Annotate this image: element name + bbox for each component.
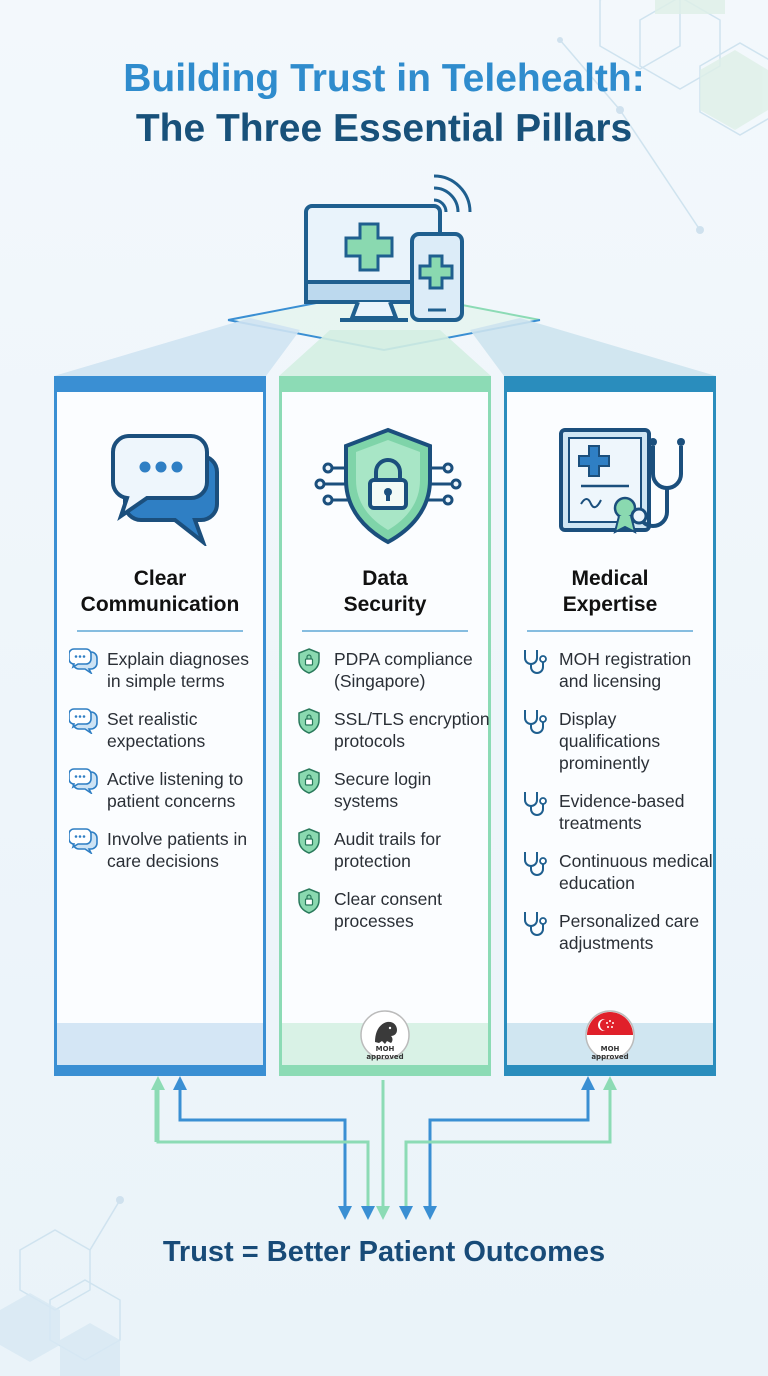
pillar-cap: [57, 376, 263, 392]
item-text: Secure login systems: [334, 769, 432, 811]
pillar-title-line-1: Clear: [133, 567, 187, 590]
list-item: Clear consent processes: [296, 888, 492, 932]
badge-label: MOH approved: [591, 1045, 629, 1061]
chat-bubbles-icon: [110, 434, 219, 546]
pillar-base: [57, 1023, 263, 1073]
shield-icon: [298, 768, 320, 794]
item-text: Active listening to patient concerns: [107, 769, 244, 811]
pillar-data-security: Data Security PDPA compliance (Singapore…: [279, 376, 491, 1076]
pillar-title-line-1: Data: [362, 567, 408, 590]
pillar-item-list: Explain diagnoses in simple terms Set re…: [69, 648, 265, 888]
pillar-cap: [507, 376, 713, 392]
divider: [77, 630, 243, 632]
telehealth-devices-icon: [54, 174, 716, 376]
list-item: PDPA compliance (Singapore): [296, 648, 492, 692]
pillar-title-line-2: Communication: [80, 593, 240, 616]
certificate-stethoscope-icon: [559, 428, 685, 534]
shield-icon: [298, 648, 320, 674]
item-text: Evidence-based treatments: [559, 791, 685, 833]
pillar-title: Data Security: [282, 566, 488, 618]
stethoscope-icon: [524, 792, 547, 816]
list-item: MOH registration and licensing: [521, 648, 717, 692]
speech-bubble-icon: [69, 768, 98, 794]
pillar-medical-expertise: Medical Expertise MOH registration and l…: [504, 376, 716, 1076]
title-line-2: The Three Essential Pillars: [135, 107, 633, 150]
stethoscope-icon: [524, 912, 547, 936]
pillar-item-list: MOH registration and licensing Display q…: [521, 648, 717, 970]
list-item: Set realistic expectations: [69, 708, 265, 752]
pillar-clear-communication: Clear Communication Explain diagnoses in…: [54, 376, 266, 1076]
pillar-title: Clear Communication: [57, 566, 263, 618]
item-text: Continuous medical education: [559, 851, 713, 893]
pillar-cap: [282, 376, 488, 392]
pillar-title-line-2: Expertise: [562, 593, 658, 616]
list-item: Involve patients in care decisions: [69, 828, 265, 872]
pillar-title-line-2: Security: [343, 593, 427, 616]
pillar-title-line-1: Medical: [571, 567, 649, 590]
shield-icon: [298, 888, 320, 914]
list-item: Explain diagnoses in simple terms: [69, 648, 265, 692]
stethoscope-icon: [524, 852, 547, 876]
merlion-seal-icon: MOH approved: [359, 1009, 411, 1061]
stethoscope-icon: [524, 650, 547, 674]
item-text: Clear consent processes: [334, 889, 442, 931]
shield-icon: [298, 828, 320, 854]
item-text: MOH registration and licensing: [559, 649, 692, 691]
badge-label: MOH approved: [366, 1045, 404, 1061]
divider: [302, 630, 468, 632]
title-line-1: Building Trust in Telehealth:: [123, 57, 645, 100]
shield-icon: [298, 708, 320, 734]
list-item: SSL/TLS encryption protocols: [296, 708, 492, 752]
list-item: Active listening to patient concerns: [69, 768, 265, 812]
item-text: Set realistic expectations: [107, 709, 206, 751]
list-item: Audit trails for protection: [296, 828, 492, 872]
item-text: Display qualifications prominently: [559, 709, 661, 773]
pillar-title: Medical Expertise: [507, 566, 713, 618]
speech-bubble-icon: [69, 828, 98, 854]
list-item: Evidence-based treatments: [521, 790, 717, 834]
singapore-flag-seal-icon: MOH approved: [584, 1009, 636, 1061]
speech-bubble-icon: [69, 648, 98, 674]
item-text: SSL/TLS encryption protocols: [334, 709, 490, 751]
divider: [527, 630, 693, 632]
speech-bubble-icon: [69, 708, 98, 734]
list-item: Continuous medical education: [521, 850, 717, 894]
pillar-item-list: PDPA compliance (Singapore) SSL/TLS encr…: [296, 648, 492, 948]
item-text: Audit trails for protection: [334, 829, 441, 871]
item-text: Personalized care adjustments: [559, 911, 700, 953]
shield-lock-icon: [314, 427, 462, 545]
item-text: Explain diagnoses in simple terms: [107, 649, 250, 691]
list-item: Personalized care adjustments: [521, 910, 717, 954]
item-text: PDPA compliance (Singapore): [334, 649, 473, 691]
list-item: Display qualifications prominently: [521, 708, 717, 774]
connector-arrows: [151, 1076, 617, 1220]
item-text: Involve patients in care decisions: [107, 829, 248, 871]
stethoscope-icon: [524, 710, 547, 734]
list-item: Secure login systems: [296, 768, 492, 812]
footer-tagline: Trust = Better Patient Outcomes: [162, 1236, 606, 1268]
